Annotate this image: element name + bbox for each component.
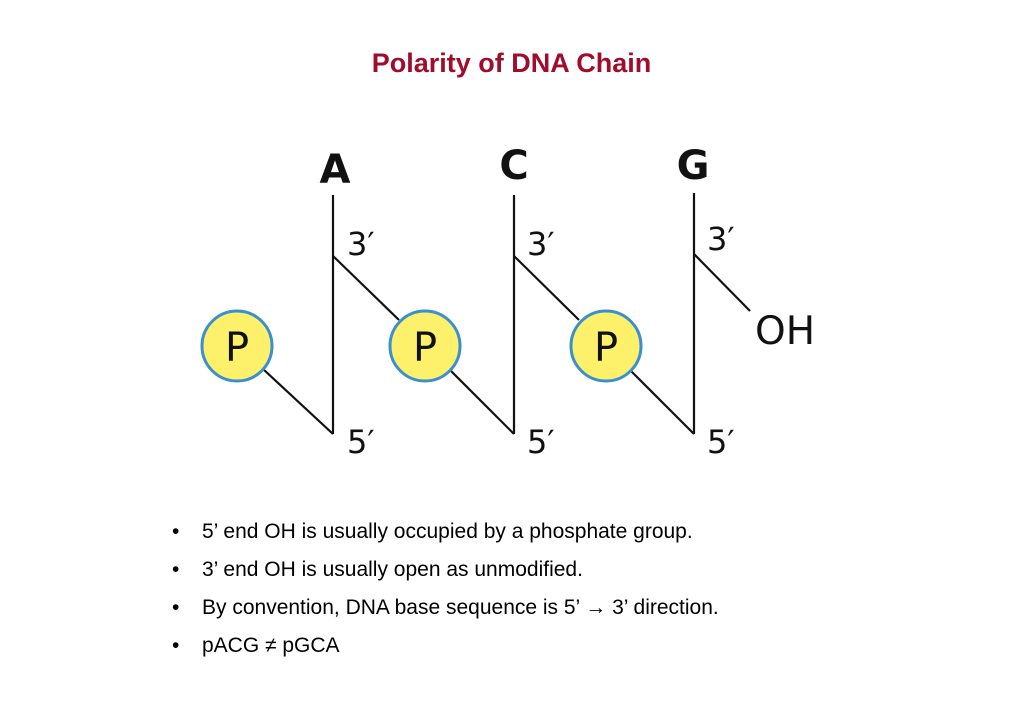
five-prime-label: 5′ [707,423,735,461]
bullet-text: 5’ end OH is usually occupied by a phosp… [202,520,693,543]
five-prime-label: 5′ [527,423,555,461]
phosphodiester-bond-line [513,255,580,321]
terminal-oh-label: OH [755,309,815,354]
nucleotide-unit-c: C 3′ 5′ [449,143,580,461]
bullet-marker: • [172,634,180,657]
three-prime-label: 3′ [527,225,555,263]
phosphate-group: P [200,309,274,383]
phosphate-label: P [413,325,437,371]
bullet-text: By convention, DNA base sequence is 5’ →… [202,596,719,619]
nucleotide-unit-g: G 3′ 5′ OH [629,143,815,461]
bullet-marker: • [172,520,180,543]
phosphodiester-bond-line [449,369,515,435]
list-item: • By convention, DNA base sequence is 5’… [172,592,719,630]
three-prime-label: 3′ [707,220,735,258]
five-prime-label: 5′ [347,423,375,461]
phosphate-circle [569,309,643,383]
hydroxyl-bond-line [693,253,751,312]
phosphodiester-bond-line [262,368,334,435]
bullet-text: 3’ end OH is usually open as unmodified. [202,558,583,581]
phosphate-circle [388,309,462,383]
list-item: • 3’ end OH is usually open as unmodifie… [172,554,719,592]
nucleotide-unit-a: A 3′ 5′ [262,147,400,461]
bullet-list: • 5’ end OH is usually occupied by a pho… [172,516,719,668]
bullet-marker: • [172,596,180,619]
phosphate-label: P [225,325,249,371]
phosphate-group: P [388,309,462,383]
bullet-marker: • [172,558,180,581]
phosphodiester-bond-line [629,369,695,435]
phosphate-circle [200,309,274,383]
base-label: A [320,147,351,193]
list-item: • pACG ≠ pGCA [172,630,719,668]
base-label: G [677,143,710,189]
bullet-text: pACG ≠ pGCA [202,634,340,657]
phosphate-group: P [569,309,643,383]
page-title: Polarity of DNA Chain [371,48,652,78]
phosphate-label: P [594,325,618,371]
phosphodiester-bond-line [332,255,400,321]
base-label: C [499,143,528,189]
list-item: • 5’ end OH is usually occupied by a pho… [172,516,719,554]
three-prime-label: 3′ [347,225,375,263]
